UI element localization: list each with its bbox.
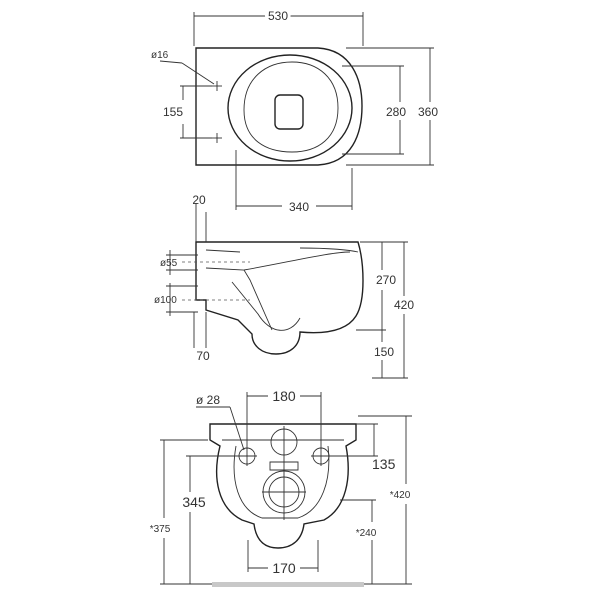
- top-view-bowl: [243, 61, 339, 153]
- side-view-total-height-label: 420: [394, 298, 414, 312]
- top-view: 530 ø16 155 280 360 340: [151, 6, 438, 214]
- rear-view-height-375-label: *375: [150, 524, 171, 535]
- top-view-flush-spreader: [274, 94, 304, 130]
- top-view-seat: [227, 54, 353, 162]
- rear-view: ø 28 180 135 345 *375 *420 *240: [150, 388, 412, 587]
- rear-view-bottom-width-label: 170: [272, 560, 296, 576]
- rear-view-body-outline: [209, 423, 357, 549]
- side-view-body-outline: [195, 241, 364, 355]
- rear-view-top-to-fixing-label: 135: [372, 456, 396, 472]
- rear-view-height-240-label: *240: [356, 528, 377, 539]
- side-view-wall-offset-label: 20: [192, 193, 206, 207]
- side-view-rim-height-label: 270: [376, 273, 396, 287]
- top-view-depth-label: 360: [418, 105, 438, 119]
- side-view-inlet-diameter-label: ø55: [160, 258, 178, 269]
- top-view-body-outline: [195, 47, 363, 166]
- top-view-fixing-spacing-label: 155: [163, 105, 183, 119]
- rear-view-height-345-label: 345: [182, 494, 206, 510]
- side-view: 20 ø55 ø100 70 270 150 420: [154, 193, 414, 379]
- side-view-lower-height-label: 150: [374, 345, 394, 359]
- rear-view-fixing-spacing-label: 180: [272, 388, 296, 404]
- top-view-fixing-hole-bottom: [212, 133, 222, 143]
- rear-view-hole-diameter-label: ø 28: [196, 393, 220, 407]
- top-view-bowl-length-label: 340: [289, 200, 309, 214]
- top-view-seat-depth-label: 280: [386, 105, 406, 119]
- rear-view-floor: [212, 582, 364, 587]
- top-view-width-label: 530: [268, 9, 288, 23]
- side-view-trap: [205, 249, 351, 331]
- side-view-outlet-height-label: 70: [196, 349, 210, 363]
- side-view-outlet-diameter-label: ø100: [154, 295, 177, 306]
- rear-view-height-420-label: *420: [390, 490, 411, 501]
- top-view-hole-diameter-label: ø16: [151, 50, 169, 61]
- top-view-fixing-hole-top: [212, 81, 222, 91]
